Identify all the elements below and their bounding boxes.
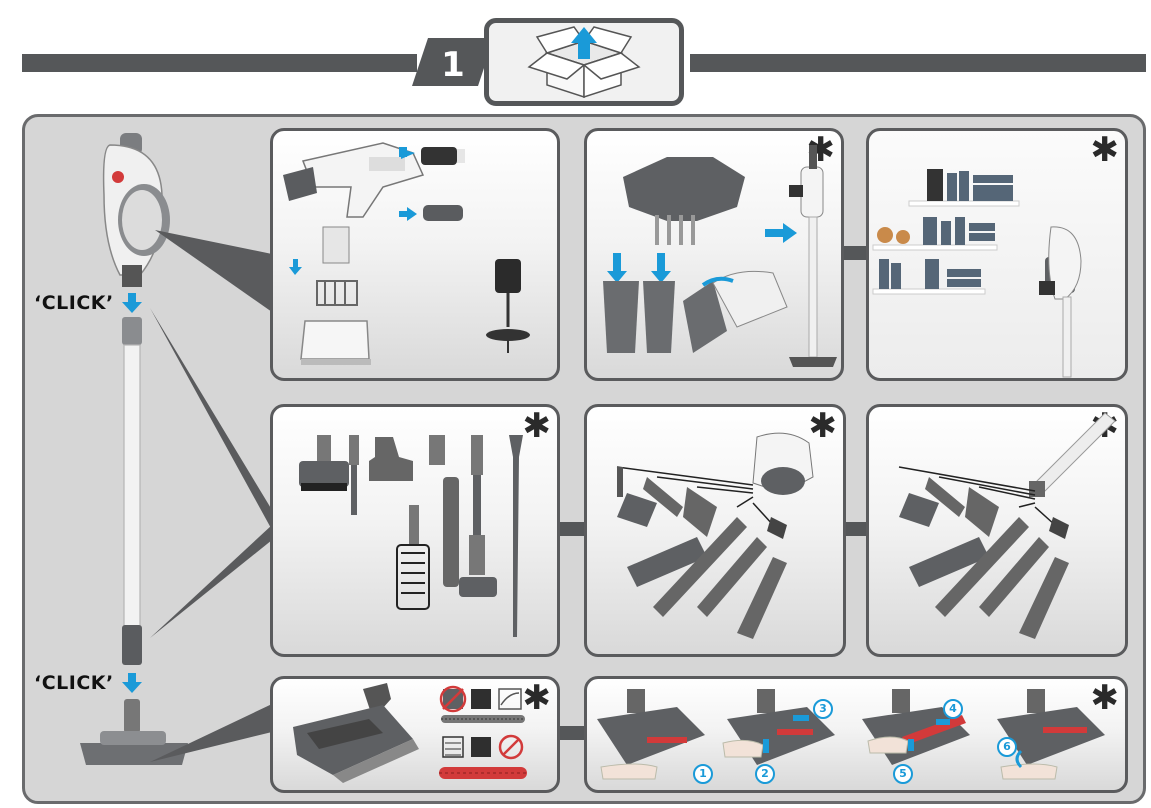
step-number-3: 3 [813, 699, 833, 719]
panel-floor-head: ✱ [270, 676, 560, 793]
panel-connector [846, 522, 866, 536]
panel-connector [844, 246, 866, 260]
step-number-5: 5 [893, 764, 913, 784]
panel-accessories: ✱ [270, 404, 560, 657]
wall-bracket-illustration [603, 145, 837, 367]
click-label-bottom: ‘CLICK’ [34, 672, 114, 694]
panel-brushbar-removal: ✱ 1 [584, 676, 1128, 793]
accessories-illustration [299, 435, 523, 637]
unboxing-frame [484, 18, 684, 106]
panel-wall-bracket: ✱ [584, 128, 844, 381]
handheld-parts-illustration [283, 142, 530, 365]
open-box-icon [527, 26, 641, 99]
floor-head-illustration [293, 683, 527, 783]
click-label-top: ‘CLICK’ [34, 292, 114, 314]
step-number-6: 6 [997, 737, 1017, 757]
panel-accessory-fit-handheld: ✱ [584, 404, 846, 657]
step-number-1: 1 [693, 764, 713, 784]
accessory-fit-handheld-illustration [616, 432, 814, 639]
optional-asterisk: ✱ [808, 406, 838, 446]
accessory-fit-tube-illustration [898, 412, 1116, 639]
wall-scene-illustration [872, 169, 1082, 378]
panel-accessory-fit-tube: ✱ [866, 404, 1128, 657]
panel-wall-scene: ✱ [866, 128, 1128, 381]
optional-asterisk: ✱ [1090, 130, 1120, 170]
panel-connector [560, 522, 584, 536]
vacuum-assembled-illustration [80, 133, 188, 765]
step-number-badge: 1 [412, 38, 494, 86]
header-bar-right [690, 54, 1146, 72]
panel-connector [560, 726, 584, 740]
header-bar-left [22, 54, 417, 72]
step-number-2: 2 [755, 764, 775, 784]
optional-asterisk: ✱ [522, 406, 552, 446]
panel-handheld-parts [270, 128, 560, 381]
brushbar-removal-illustration [597, 689, 1105, 780]
optional-asterisk: ✱ [1090, 678, 1120, 718]
callout-wedges [150, 230, 272, 762]
step-number: 1 [441, 45, 465, 85]
optional-asterisk: ✱ [522, 678, 552, 718]
step-number-4: 4 [943, 699, 963, 719]
